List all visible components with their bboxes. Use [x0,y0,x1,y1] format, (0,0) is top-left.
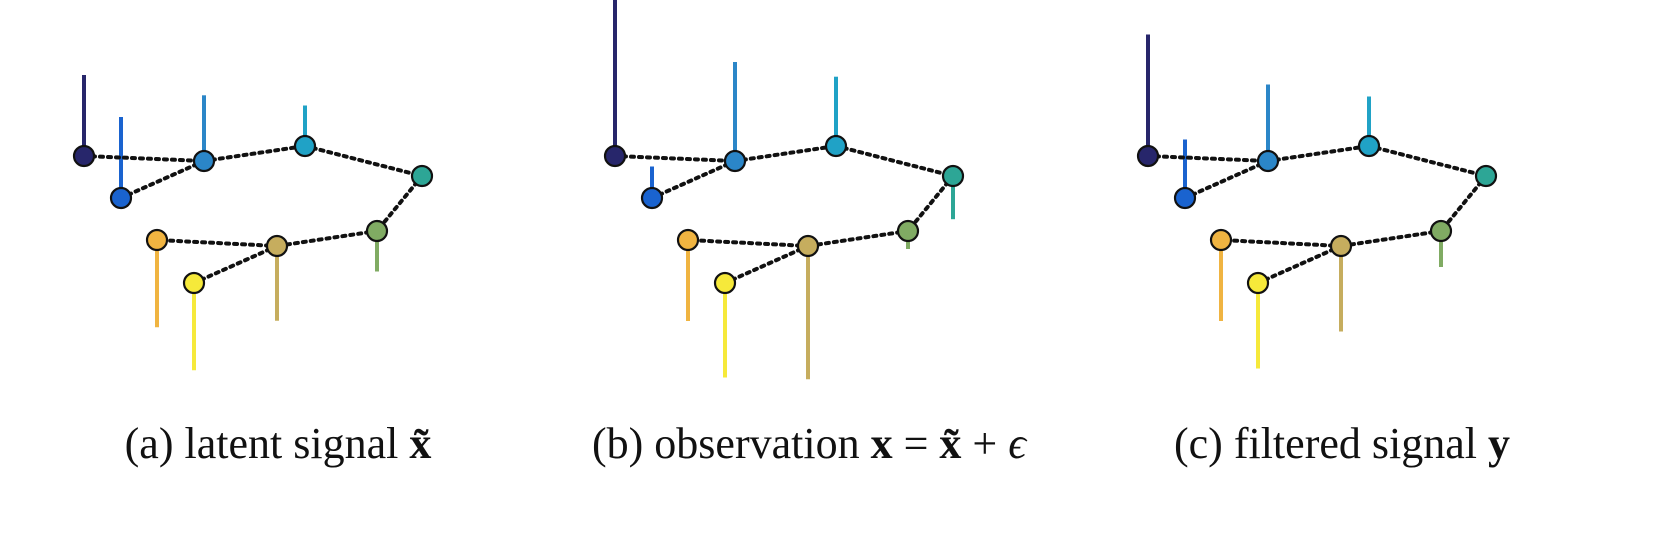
graph-plot-a [72,75,434,371]
caption-c-symbol: y [1487,419,1510,468]
graph-node-5 [1474,164,1498,188]
graph-node-4 [824,134,848,158]
graph-edge-3 [733,144,838,163]
graph-edge-5 [906,174,955,233]
caption-b: (b) observation x = x̃ + ϵ [531,418,1087,470]
caption-a: (a) latent signal x̃ [0,418,556,470]
graph-node-2 [109,186,133,210]
graph-edge-6 [275,229,379,248]
panel-latent-signal: (a) latent signal x̃ [0,0,556,534]
graph-node-7 [1329,234,1353,258]
graph-edge-2 [650,159,737,200]
graph-edge-2 [119,159,206,200]
graph-edge-4 [303,144,424,178]
graph-node-2 [640,186,664,210]
graph-node-3 [1256,149,1280,173]
graph-node-8 [145,228,169,252]
caption-a-symbol: x̃ [409,419,432,468]
caption-c-text: (c) filtered signal [1174,419,1488,468]
caption-b-symbol-x: x [870,419,893,468]
graph-node-1 [72,144,96,168]
graph-node-2 [1173,186,1197,210]
graph-node-3 [723,149,747,173]
graph-edge-7 [686,238,810,248]
graph-edge-7 [155,238,279,248]
graph-edge-5 [375,174,424,233]
graph-node-5 [941,164,965,188]
graph-edge-7 [1219,238,1343,248]
graph-edge-2 [1183,159,1270,200]
caption-a-text: (a) latent signal [124,419,410,468]
caption-b-symbol-xtilde: x̃ [939,419,962,468]
caption-b-equals: = [892,419,940,468]
graph-node-7 [265,234,289,258]
graph-edge-4 [1367,144,1488,178]
graph-node-9 [1246,271,1270,295]
graph-node-8 [1209,228,1233,252]
graph-edge-3 [202,144,307,163]
graph-node-3 [192,149,216,173]
graph-node-6 [365,219,389,243]
panel-filtered-signal: (c) filtered signal y [1064,0,1620,534]
graph-edge-6 [1339,229,1443,248]
graph-node-9 [713,271,737,295]
graph-node-6 [1429,219,1453,243]
caption-c: (c) filtered signal y [1064,418,1620,470]
graph-edge-5 [1439,174,1488,233]
graph-edge-8 [192,244,279,285]
panel-observation: (b) observation x = x̃ + ϵ [531,0,1087,534]
graph-node-5 [410,164,434,188]
graph-node-4 [1357,134,1381,158]
graph-node-1 [603,144,627,168]
graph-edge-1 [82,154,206,163]
graph-edge-6 [806,229,910,248]
graph-node-4 [293,134,317,158]
caption-b-text: (b) observation [592,419,871,468]
graph-edge-8 [1256,244,1343,285]
graph-node-6 [896,219,920,243]
graph-node-7 [796,234,820,258]
graph-edge-1 [613,154,737,163]
graph-plot-b [603,0,965,380]
graph-edge-1 [1146,154,1270,163]
graph-node-8 [676,228,700,252]
graph-edge-8 [723,244,810,285]
caption-b-plus: + [961,419,1009,468]
graph-edge-4 [834,144,955,178]
graph-node-1 [1136,144,1160,168]
caption-b-epsilon: ϵ [1008,419,1026,468]
graph-edge-3 [1266,144,1371,163]
graph-plot-c [1136,34,1498,369]
graph-node-9 [182,271,206,295]
